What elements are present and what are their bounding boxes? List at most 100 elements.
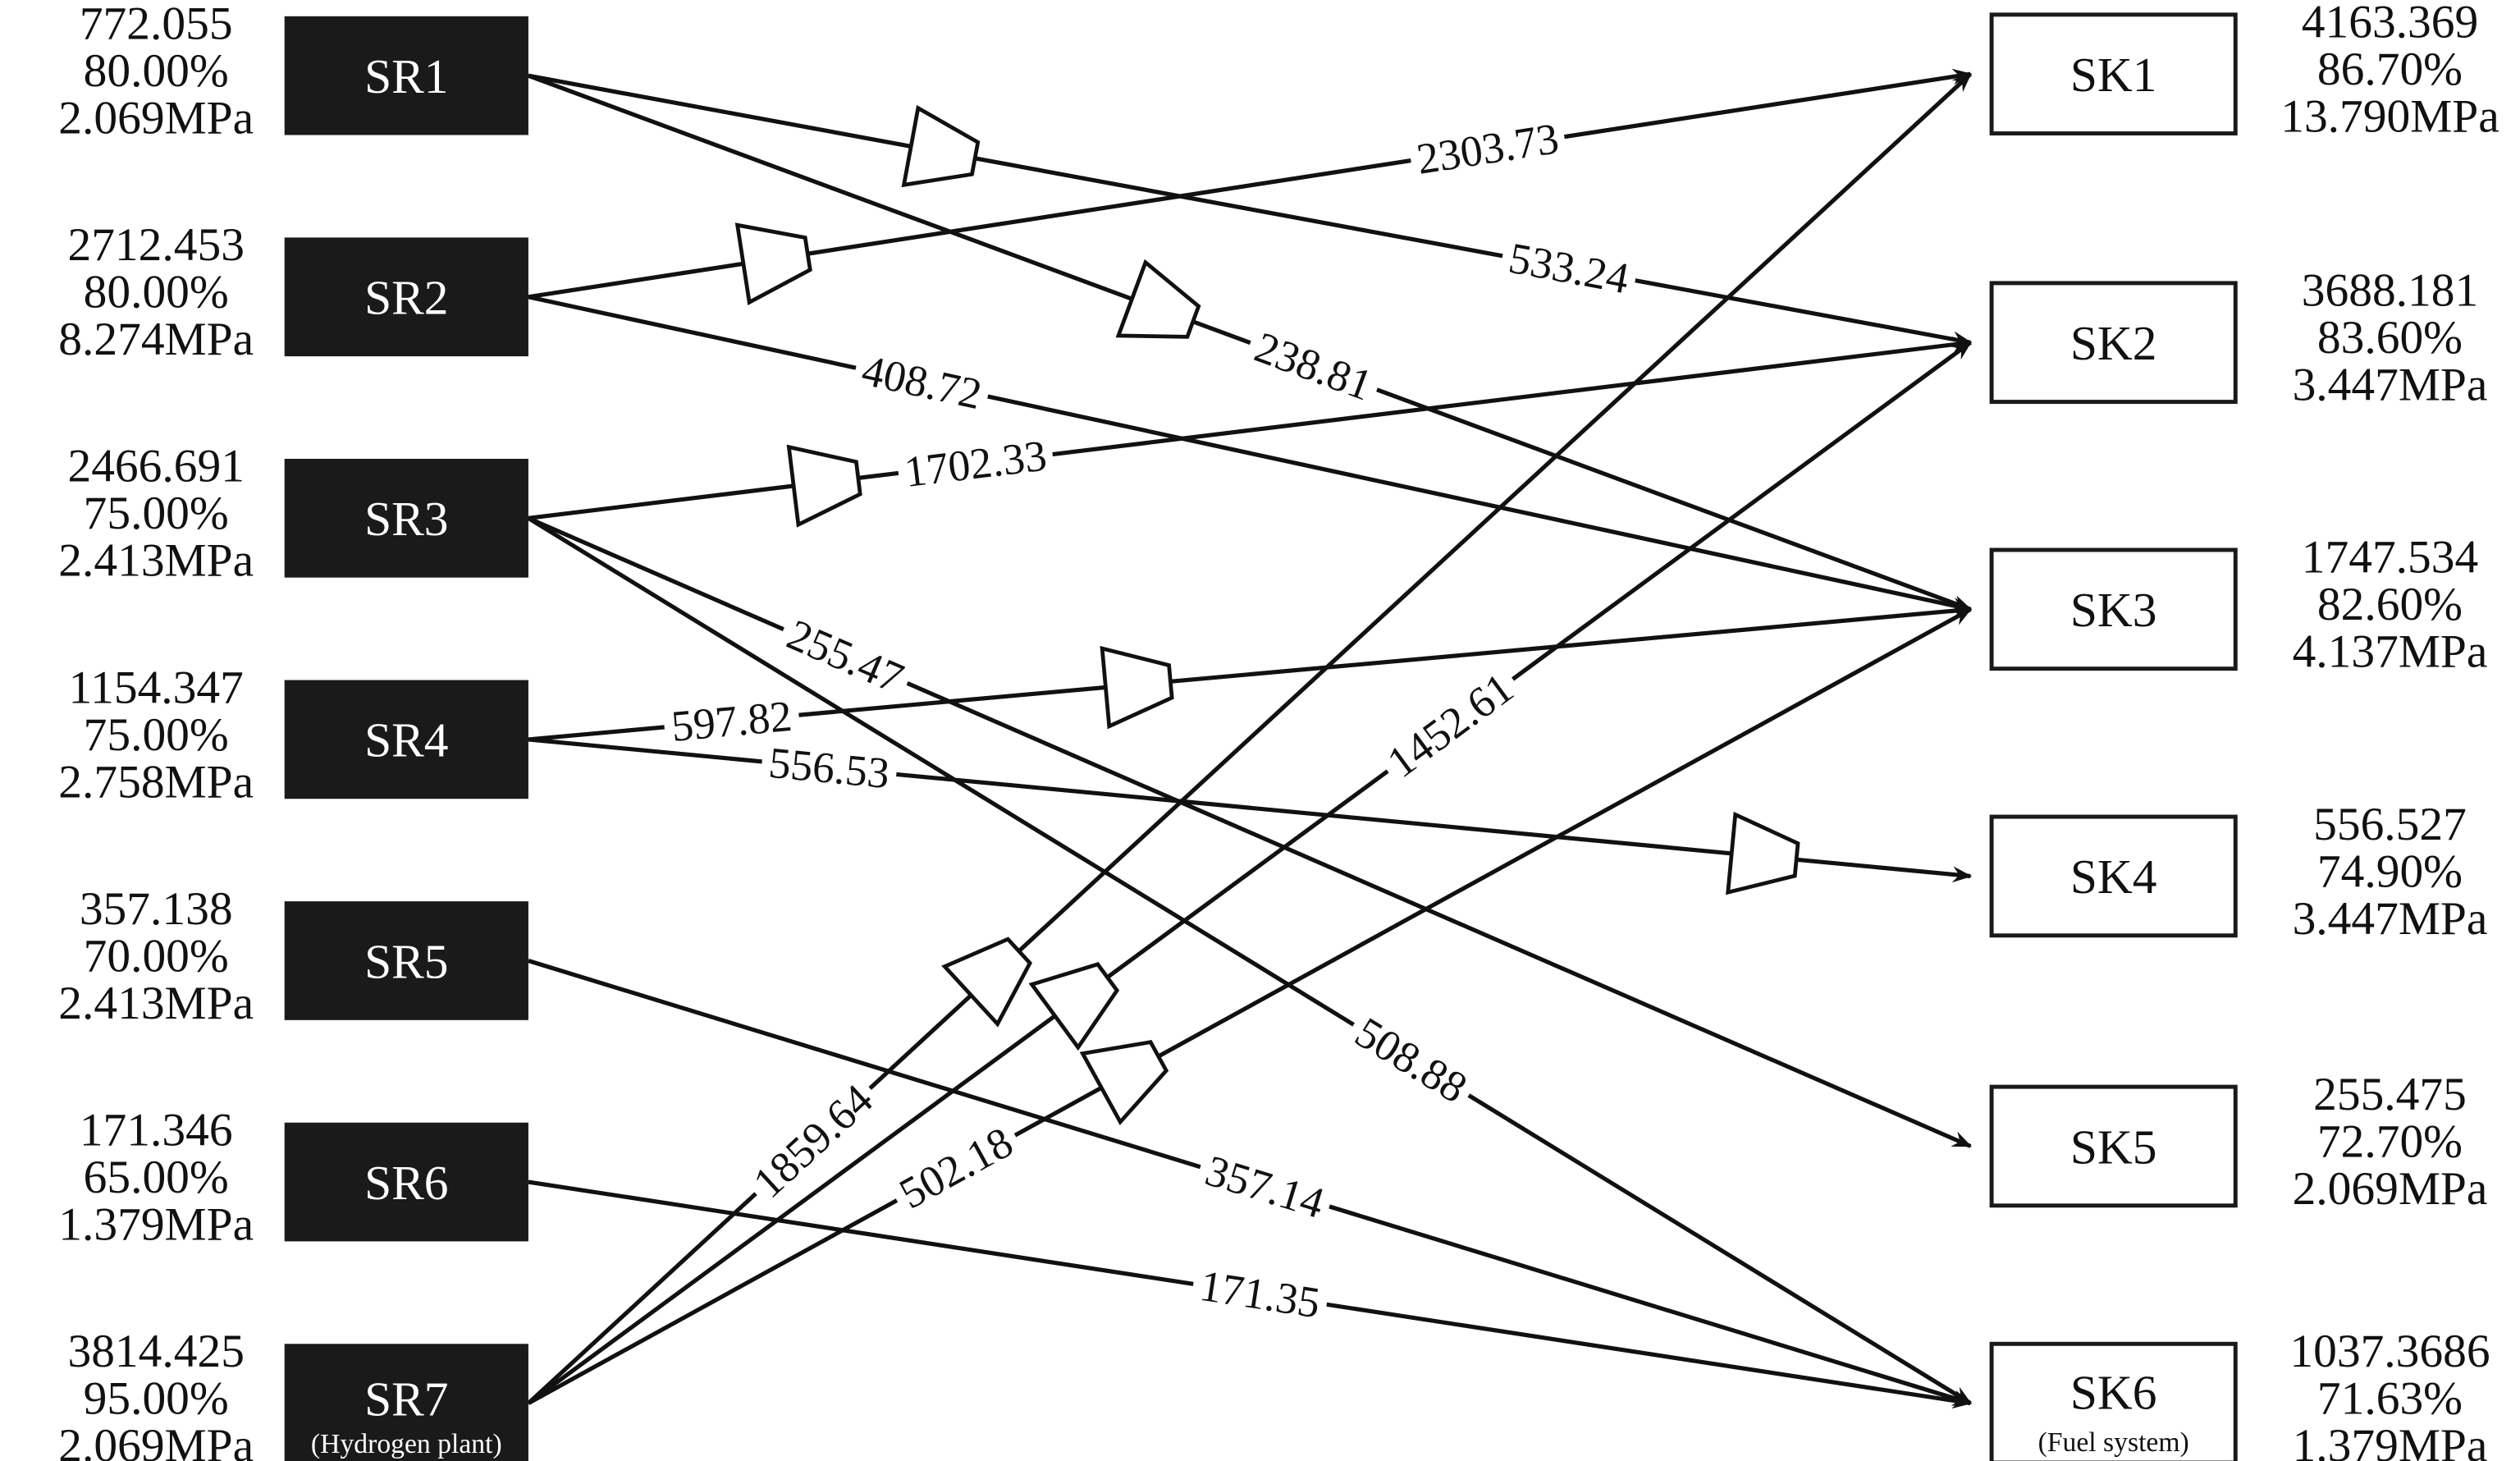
source-purity: 70.00% — [84, 930, 229, 982]
source-flow: 171.346 — [80, 1104, 233, 1156]
source-purity: 75.00% — [84, 709, 229, 761]
flow-value-label: 2303.73 — [1413, 113, 1562, 184]
source-sublabel: (Hydrogen plant) — [311, 1429, 502, 1459]
source-label: SR6 — [364, 1156, 448, 1210]
source-purity: 65.00% — [84, 1152, 229, 1203]
flow-edge-sr4-sk4: 556.53 — [528, 737, 1973, 895]
source-flow: 1154.347 — [69, 662, 244, 713]
label-background — [1194, 1147, 1336, 1227]
flow-value-label-group: 1859.64 — [741, 1073, 885, 1210]
flow-value-label: 1859.64 — [743, 1074, 882, 1207]
label-background — [1407, 116, 1568, 182]
sink-purity: 82.60% — [2317, 579, 2463, 630]
source-pressure: 2.758MPa — [58, 756, 254, 808]
sink-flow: 255.475 — [2313, 1069, 2467, 1120]
sink-label: SK2 — [2070, 316, 2157, 370]
flow-value-label: 1452.61 — [1378, 663, 1522, 787]
flow-edge-sr2-sk1: 2303.73 — [528, 68, 1973, 305]
source-flow: 2466.691 — [67, 441, 244, 492]
valve-icon — [1079, 1040, 1169, 1126]
label-background — [886, 1116, 1026, 1220]
sink-purity: 83.60% — [2317, 312, 2463, 364]
flow-line — [527, 341, 1972, 1405]
source-flow: 357.138 — [80, 883, 233, 935]
sink-purity: 71.63% — [2317, 1373, 2463, 1425]
flow-value-label-group: 2303.73 — [1407, 113, 1568, 184]
flow-value-label: 238.81 — [1249, 322, 1379, 410]
valve-icon — [901, 104, 981, 188]
sink-flow: 556.527 — [2313, 799, 2467, 850]
source-flow: 3814.425 — [67, 1326, 244, 1377]
flow-edge-sr6-sk6: 171.35 — [528, 1179, 1973, 1409]
flow-line — [527, 516, 1973, 1405]
sink-pressure: 13.790MPa — [2280, 91, 2499, 143]
label-background — [1374, 662, 1525, 789]
valve-icon — [1115, 259, 1201, 339]
source-purity: 75.00% — [84, 488, 229, 539]
label-background — [1498, 235, 1640, 302]
source-label: SR1 — [364, 49, 448, 103]
flow-value-label: 597.82 — [670, 691, 794, 751]
source-pressure: 8.274MPa — [58, 314, 254, 365]
edge-layer: 533.24238.812303.73408.721702.33255.4750… — [527, 68, 1973, 1409]
flow-value-label-group: 1702.33 — [895, 430, 1055, 497]
source-box — [284, 901, 528, 1020]
sink-flow: 3688.181 — [2302, 265, 2478, 317]
flow-value-label: 255.47 — [780, 610, 911, 703]
label-background — [662, 694, 801, 749]
source-purity: 80.00% — [84, 45, 229, 97]
source-label: SR3 — [364, 492, 448, 546]
flow-value-label-group: 502.18 — [886, 1116, 1026, 1220]
source-pressure: 2.413MPa — [58, 978, 254, 1029]
flow-edge-sr5-sk6: 357.14 — [528, 959, 1973, 1406]
valve-icon — [1028, 962, 1120, 1051]
sink-purity: 86.70% — [2317, 44, 2463, 95]
valve-icon — [941, 937, 1033, 1028]
flow-value-label-group: 556.53 — [760, 738, 899, 798]
sink-purity: 72.70% — [2317, 1115, 2463, 1167]
source-label: SR2 — [364, 271, 448, 325]
sink-pressure: 4.137MPa — [2293, 626, 2488, 678]
sink-pressure: 1.379MPa — [2293, 1420, 2488, 1461]
sink-pressure: 3.447MPa — [2293, 360, 2488, 411]
source-box — [284, 1122, 528, 1242]
source-flow: 2712.453 — [67, 219, 244, 271]
source-flow: 772.055 — [80, 0, 233, 50]
sink-label: SK4 — [2070, 850, 2157, 904]
flow-value-label: 408.72 — [858, 346, 986, 419]
flow-edge-sr4-sk3: 597.82 — [528, 602, 1973, 751]
flow-line — [527, 515, 1973, 1148]
sink-flow: 1747.534 — [2302, 532, 2478, 584]
valve-icon — [786, 444, 862, 528]
source-pressure: 2.069MPa — [58, 1420, 254, 1461]
sink-label: SK3 — [2070, 583, 2157, 637]
label-background — [895, 433, 1055, 494]
flow-edge-sr3-sk2: 1702.33 — [528, 337, 1973, 528]
sink-box — [1989, 1341, 2238, 1461]
flow-edge-sr7-sk3: 502.18 — [527, 607, 1973, 1405]
source-box — [284, 237, 528, 357]
source-pressure: 2.413MPa — [58, 535, 254, 587]
valve-icon — [734, 222, 812, 305]
flow-value-label: 171.35 — [1196, 1261, 1323, 1328]
flow-value-label-group: 508.88 — [1342, 1006, 1480, 1114]
sink-label: SK1 — [2070, 48, 2157, 102]
source-box — [284, 1344, 528, 1461]
label-background — [1190, 1262, 1330, 1326]
valve-icon — [1726, 811, 1800, 895]
sink-flow: 4163.369 — [2302, 0, 2478, 48]
source-box — [284, 680, 528, 799]
flow-value-label-group: 357.14 — [1194, 1145, 1336, 1228]
